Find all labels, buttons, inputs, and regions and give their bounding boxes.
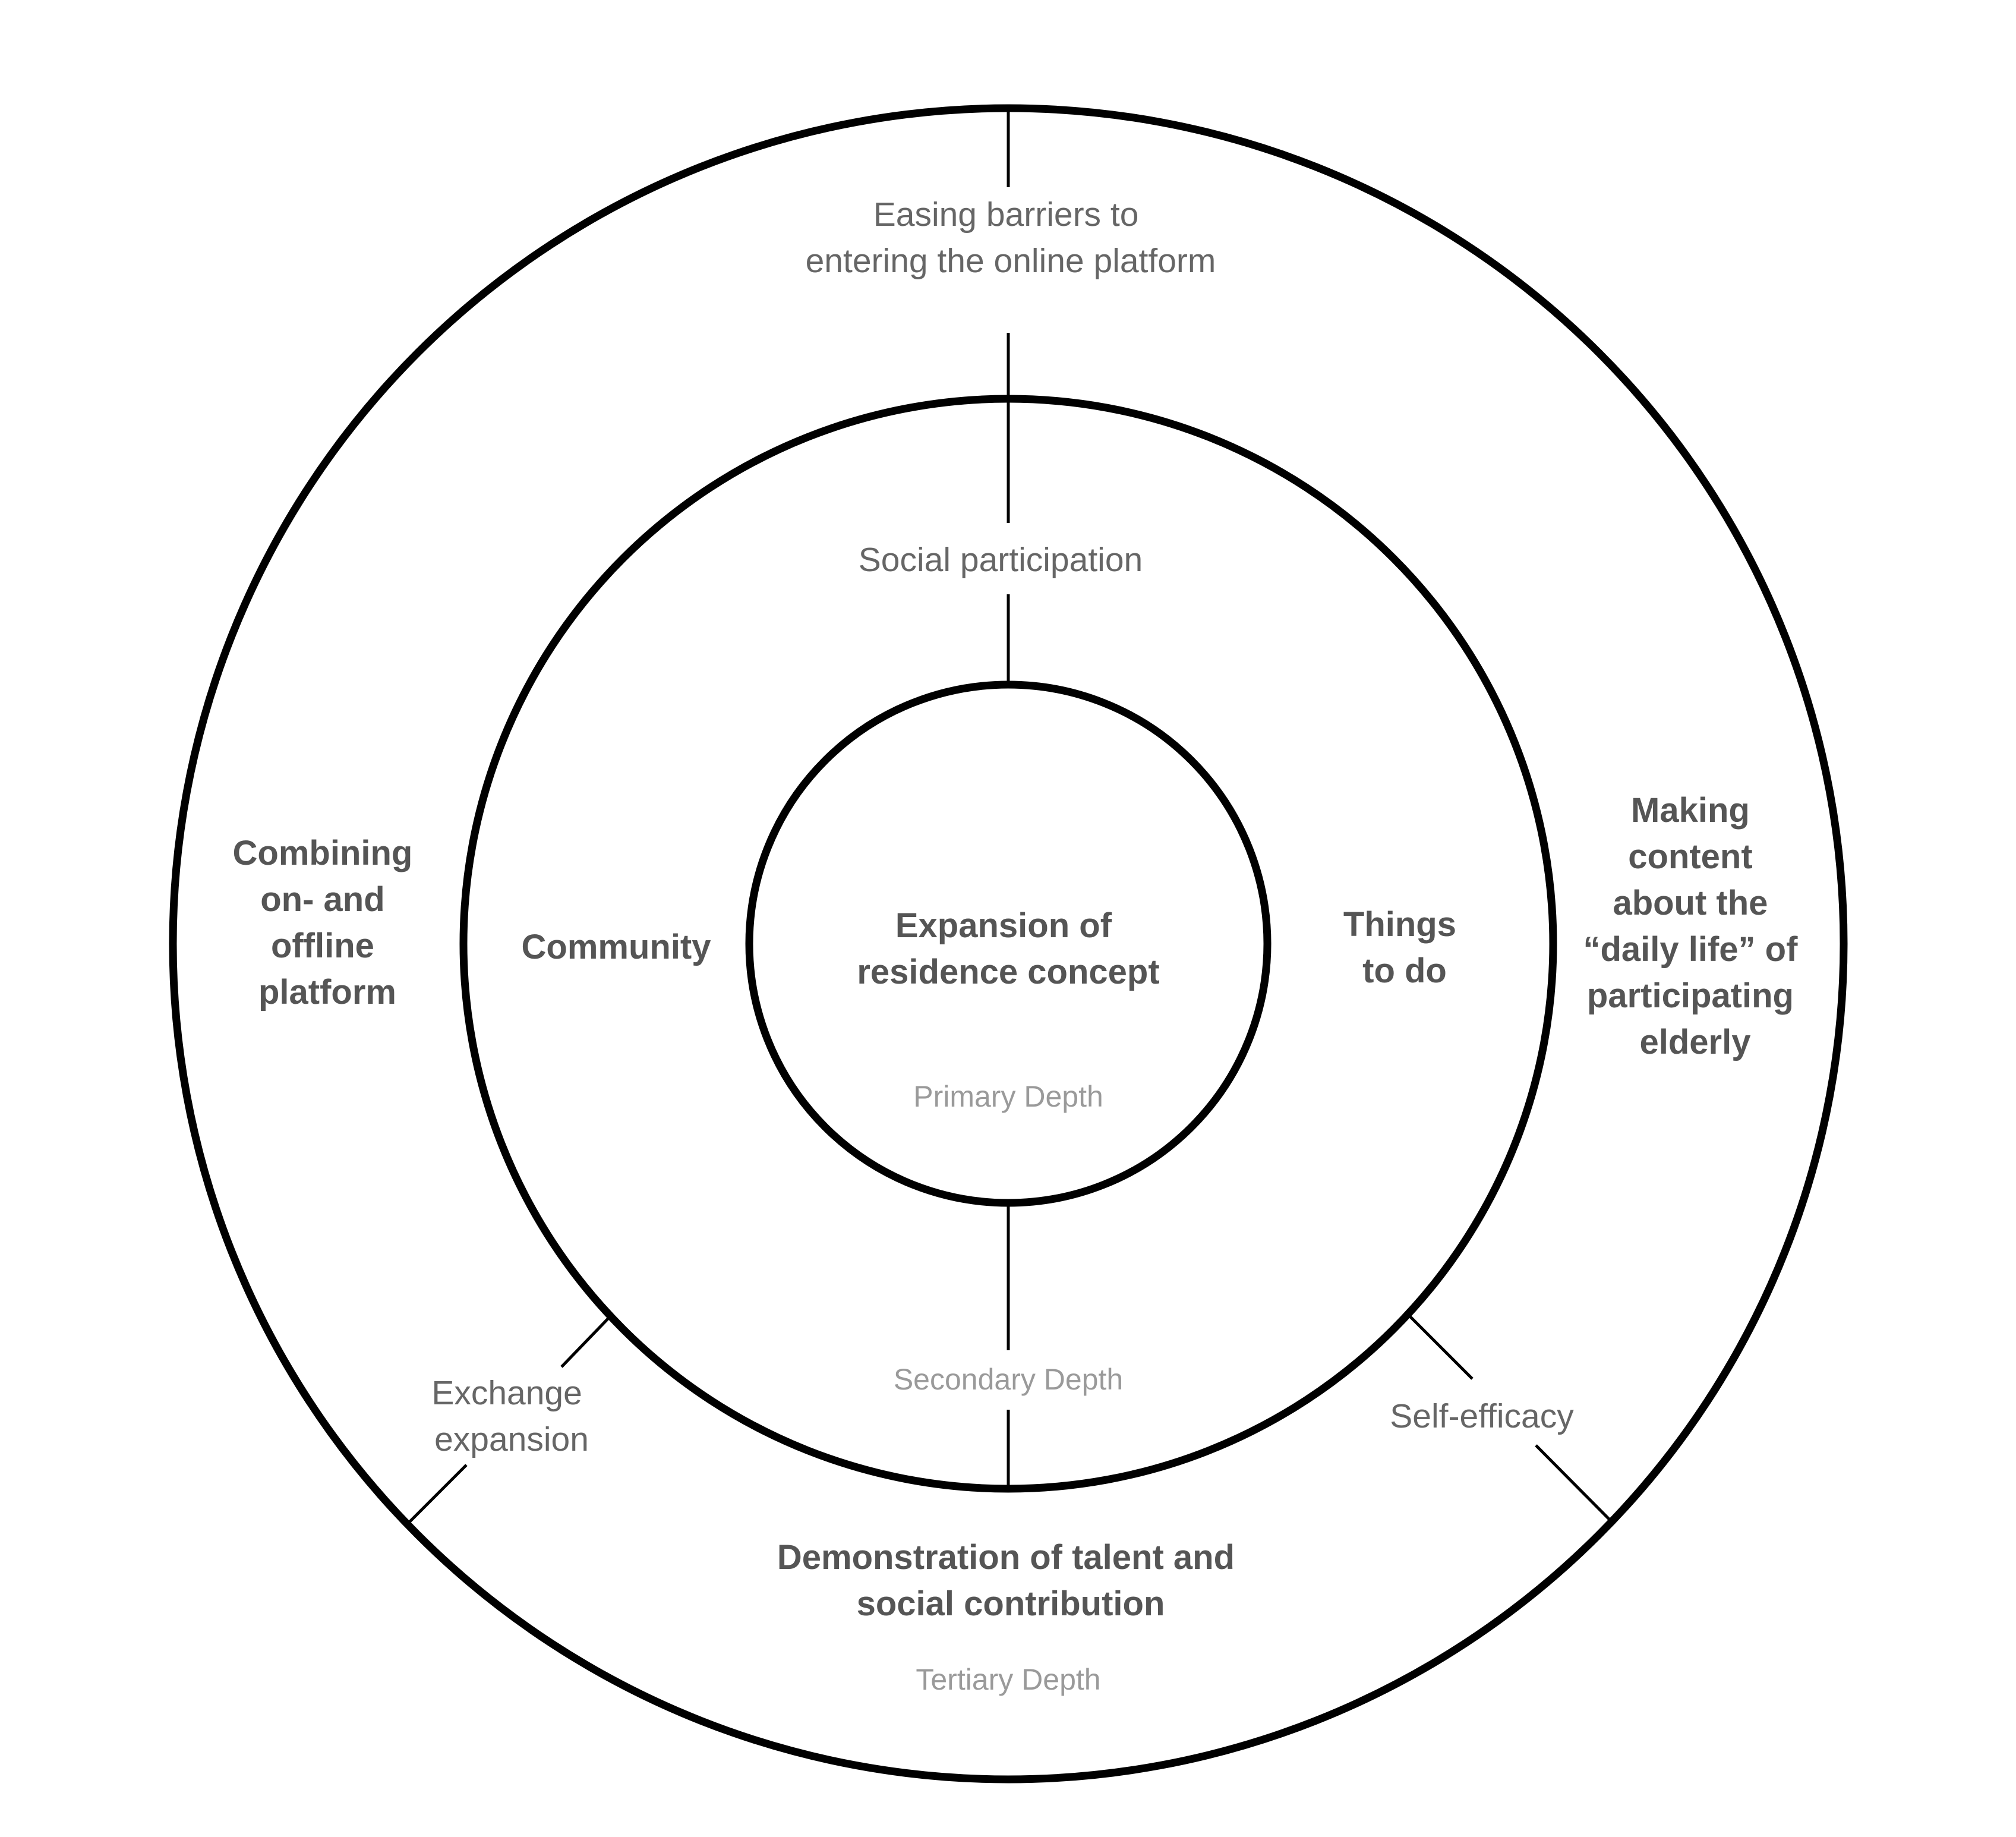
center-title-line: residence concept [857,953,1159,991]
exchange-expansion-line: Exchange [431,1374,582,1412]
making-content-line: elderly [1640,1023,1751,1061]
exchange-expansion-line: expansion [434,1420,589,1458]
easing-barriers-line: Easing barriers to [873,196,1139,234]
things-to-do-line: to do [1362,951,1447,990]
making-content-line: Making [1631,791,1750,830]
center-title-line: Expansion of [895,906,1112,945]
combining-platform-line: Combining [233,834,413,872]
making-content-line: participating [1587,976,1794,1015]
divider-bottom-left-lower [407,1464,468,1524]
things-to-do-label: Things to do [1343,905,1466,990]
things-to-do-line: Things [1343,905,1456,944]
secondary-depth-label: Secondary Depth [894,1363,1123,1396]
divider-bottom-right-lower [1535,1444,1614,1524]
social-participation-label: Social participation [859,541,1143,579]
outer-ring [169,104,1848,1784]
making-content-line: about the [1613,884,1768,922]
center-title: Expansion of residence concept [857,906,1159,991]
divider-bottom-right-upper [1409,1315,1474,1380]
easing-barriers-line: entering the online platform [806,242,1216,280]
demonstration-line: social contribution [857,1584,1165,1623]
making-content-line: content [1628,837,1752,876]
combining-platform-line: on- and [260,880,384,919]
demonstration-label: Demonstration of talent and social contr… [777,1538,1244,1623]
making-content-label: Making content about the “daily life” of… [1583,791,1807,1061]
exchange-expansion-label: Exchange expansion [431,1374,591,1458]
divider-bottom-left-upper [560,1315,611,1368]
tertiary-depth-label: Tertiary Depth [916,1663,1100,1696]
primary-depth-label: Primary Depth [913,1080,1103,1113]
combining-platform-line: offline [271,927,374,965]
community-label: Community [522,928,711,966]
demonstration-line: Demonstration of talent and [777,1538,1235,1577]
making-content-line: “daily life” of [1583,930,1798,969]
easing-barriers-label: Easing barriers to entering the online p… [806,196,1216,280]
combining-platform-line: platform [258,973,396,1012]
self-efficacy-label: Self-efficacy [1390,1397,1574,1435]
combining-platform-label: Combining on- and offline platform [233,834,422,1012]
